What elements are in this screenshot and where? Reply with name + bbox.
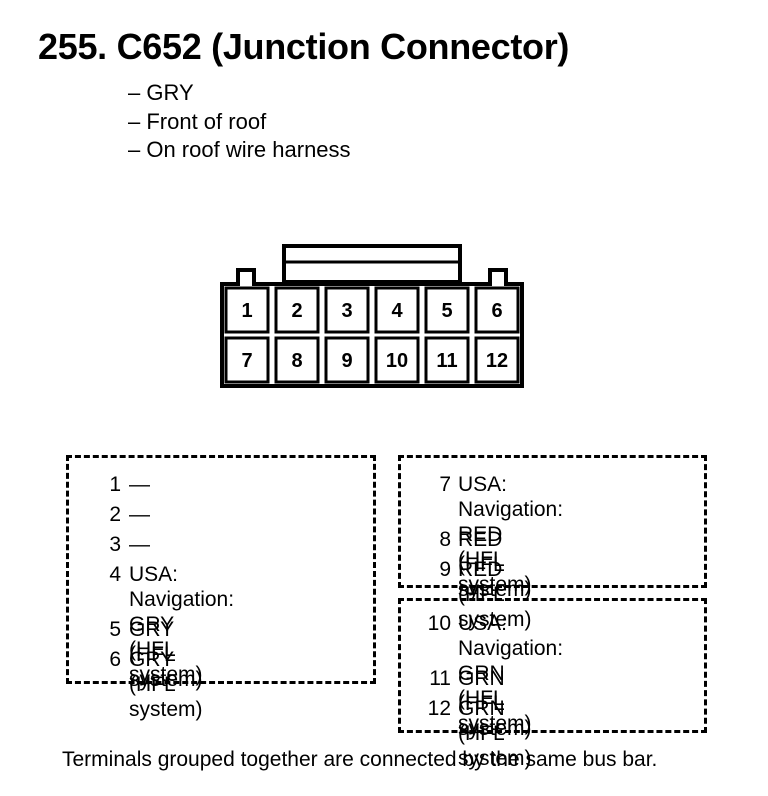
terminal-number: 6 [109,648,121,671]
terminal-description: — [129,503,150,526]
pin-label-4: 4 [391,300,403,322]
pin-cell-11 [424,336,470,384]
terminal-description: USA: Navigation: GRY (HFL system) [129,563,235,686]
pin-label-7: 7 [241,350,252,372]
detail-harness: – On roof wire harness [128,137,351,162]
bus-bar-group-2: 7 USA: Navigation: RED (HFL system) 8 RED (… [398,455,707,631]
terminal-number: 8 [439,528,451,551]
terminal-description: GRY (HFL system) [129,618,203,691]
detail-color: – GRY [128,80,194,105]
terminal-number: 10 [427,612,451,635]
detail-location: – Front of roof [128,108,267,134]
terminal-number: 3 [109,533,121,556]
pin-cell-6 [474,286,520,334]
terminal-description: — [129,473,150,496]
terminal-number: 4 [109,563,121,586]
terminal-number: 9 [439,558,451,581]
pin-label-5: 5 [441,300,452,322]
terminal-description: GRN (HFL system) [458,697,532,770]
pin-cell-7 [224,336,270,384]
pin-label-8: 8 [291,350,302,372]
terminal-description: GRN (HFL system) [458,667,532,740]
pin-cell-12 [474,336,520,384]
pin-label-2: 2 [291,300,302,322]
connector-latch [282,244,462,284]
pin-label-10: 10 [386,350,408,372]
pin-cell-2 [274,286,320,334]
terminal-description: — [129,533,150,556]
terminal-number: 1 [109,473,121,496]
pin-label-6: 6 [491,300,502,322]
pin-label-12: 12 [486,350,508,372]
connector-details: – GRY – Front of roof – On roof wire har… [128,79,351,165]
terminal-description: RED (HFL system) [458,528,532,601]
terminal-number: 5 [109,618,121,641]
terminal-number: 11 [429,667,451,690]
terminal-description: GRY (HFL system) [129,648,203,721]
pin-label-9: 9 [341,350,352,372]
pin-cell-4 [374,286,420,334]
pin-label-1: 1 [241,300,252,322]
terminal-description: USA: Navigation: GRN (HFL system) [458,612,564,735]
pin-cell-8 [274,336,320,384]
pin-label-3: 3 [341,300,352,322]
pin-cell-3 [324,286,370,334]
pin-label-11: 11 [436,350,457,372]
terminal-number: 2 [109,503,121,526]
terminal-description: USA: Navigation: RED (HFL system) [458,473,564,596]
pin-cell-10 [374,336,420,384]
pin-cell-5 [424,286,470,334]
terminal-number: 7 [439,473,451,496]
footnote: Terminals grouped together are connected… [62,748,658,771]
pin-cell-1 [224,286,270,334]
page-title: 255. C652 (Junction Connector) [38,26,570,67]
bus-bar-group-1: 1 — 2 — 3 — 4 USA: Navigation: GRY (HFL system)… [66,455,376,721]
pin-cell-9 [324,336,370,384]
terminal-number: 12 [427,697,451,720]
